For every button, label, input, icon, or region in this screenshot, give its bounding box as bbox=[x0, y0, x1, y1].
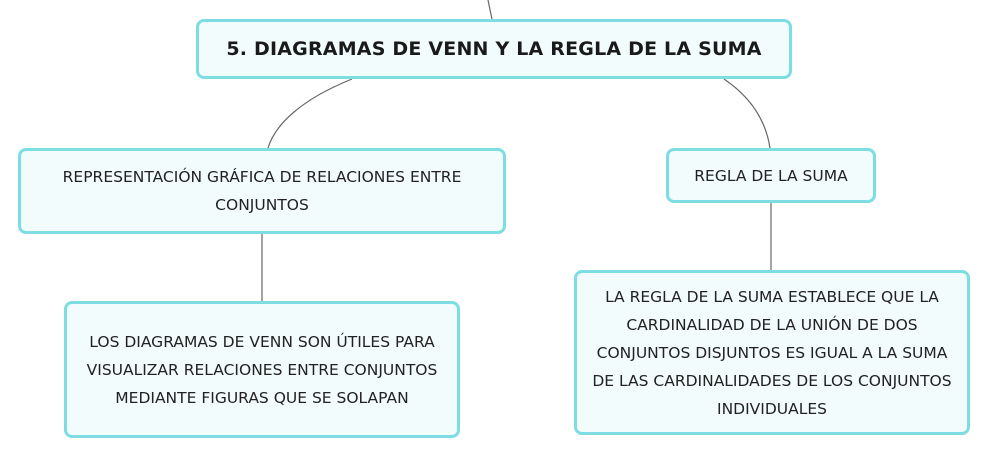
connector-root-to-left-branch bbox=[267, 78, 353, 149]
right-branch-node-label: REGLA DE LA SUMA bbox=[694, 166, 848, 185]
right-child-node-label: LA REGLA DE LA SUMA ESTABLECE QUE LA CAR… bbox=[592, 287, 952, 418]
left-branch-node-label: REPRESENTACIÓN GRÁFICA DE RELACIONES ENT… bbox=[62, 168, 462, 214]
root-node[interactable]: 5. DIAGRAMAS DE VENN Y LA REGLA DE LA SU… bbox=[196, 19, 792, 79]
left-child-node[interactable]: LOS DIAGRAMAS DE VENN SON ÚTILES PARA VI… bbox=[64, 301, 460, 438]
right-child-node[interactable]: LA REGLA DE LA SUMA ESTABLECE QUE LA CAR… bbox=[574, 270, 970, 435]
right-branch-node[interactable]: REGLA DE LA SUMA bbox=[666, 148, 876, 203]
root-node-label: 5. DIAGRAMAS DE VENN Y LA REGLA DE LA SU… bbox=[226, 38, 762, 60]
connector-root-to-right-branch bbox=[723, 78, 771, 149]
left-branch-node[interactable]: REPRESENTACIÓN GRÁFICA DE RELACIONES ENT… bbox=[18, 148, 506, 234]
connector-incoming-root bbox=[487, 0, 493, 20]
left-child-node-label: LOS DIAGRAMAS DE VENN SON ÚTILES PARA VI… bbox=[86, 332, 438, 407]
